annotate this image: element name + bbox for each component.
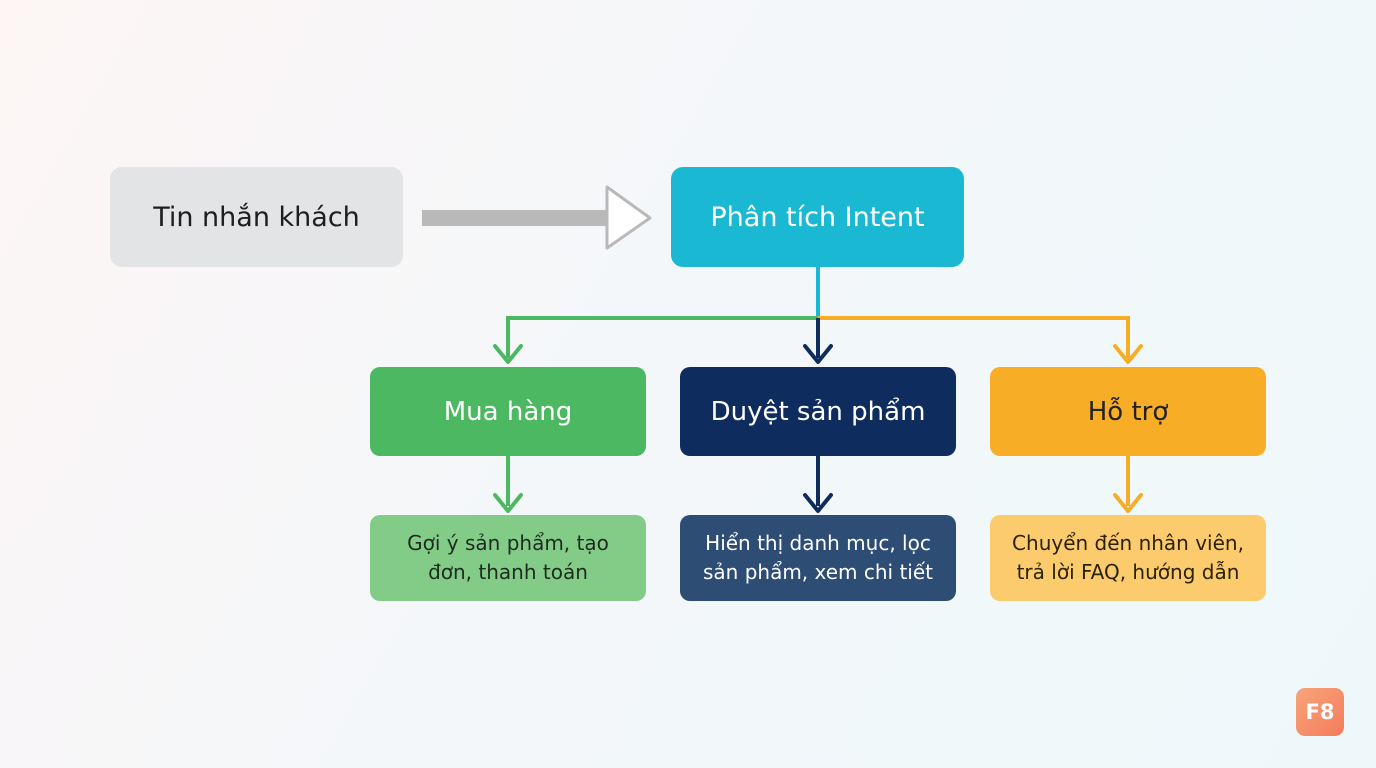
source-arrow-shaft xyxy=(422,210,610,226)
detail-browse-line-1: Hiển thị danh mục, lọc xyxy=(705,531,931,555)
category-label-support: Hỗ trợ xyxy=(1087,396,1169,427)
browse-detail-arrow xyxy=(803,456,833,513)
support-branch-arrowhead xyxy=(1113,344,1143,364)
category-label-buy: Mua hàng xyxy=(443,396,573,427)
support-detail-arrowhead xyxy=(1113,493,1143,513)
detail-node-support: Chuyển đến nhân viên, trả lời FAQ, hướng… xyxy=(990,515,1266,601)
source-node-label: Tin nhắn khách xyxy=(153,201,360,233)
detail-browse-line-2: sản phẩm, xem chi tiết xyxy=(702,560,934,584)
support-detail-arrow xyxy=(1113,456,1143,513)
buy-detail-arrow xyxy=(493,456,523,513)
detail-node-buy: Gợi ý sản phẩm, tạo đơn, thanh toán xyxy=(370,515,646,601)
source-to-intent-arrow xyxy=(422,185,652,250)
branch-connector-browse xyxy=(803,318,833,364)
source-node: Tin nhắn khách xyxy=(110,167,403,267)
detail-support-line-2: trả lời FAQ, hướng dẫn xyxy=(1016,560,1240,584)
f8-logo-icon: F8 xyxy=(1296,688,1344,736)
brand-logo-text: F8 xyxy=(1305,700,1335,724)
category-label-browse: Duyệt sản phẩm xyxy=(710,396,926,427)
category-node-browse: Duyệt sản phẩm xyxy=(680,367,956,456)
source-arrow-head xyxy=(605,185,652,250)
category-node-support: Hỗ trợ xyxy=(990,367,1266,456)
category-node-buy: Mua hàng xyxy=(370,367,646,456)
buy-detail-arrowhead xyxy=(493,493,523,513)
detail-node-browse: Hiển thị danh mục, lọc sản phẩm, xem chi… xyxy=(680,515,956,601)
browse-detail-arrowhead xyxy=(803,493,833,513)
intent-node-label: Phân tích Intent xyxy=(710,201,925,233)
support-branch-line xyxy=(818,316,1130,358)
detail-buy-line-2: đơn, thanh toán xyxy=(428,560,588,584)
branch-connector-buy xyxy=(493,316,818,364)
browse-branch-arrowhead xyxy=(803,344,833,364)
buy-branch-line xyxy=(506,316,818,358)
intent-node: Phân tích Intent xyxy=(671,167,964,267)
detail-support-line-1: Chuyển đến nhân viên, xyxy=(1012,531,1244,555)
detail-buy-line-1: Gợi ý sản phẩm, tạo xyxy=(407,531,609,555)
branch-connector-support xyxy=(818,316,1143,364)
buy-branch-arrowhead xyxy=(493,344,523,364)
